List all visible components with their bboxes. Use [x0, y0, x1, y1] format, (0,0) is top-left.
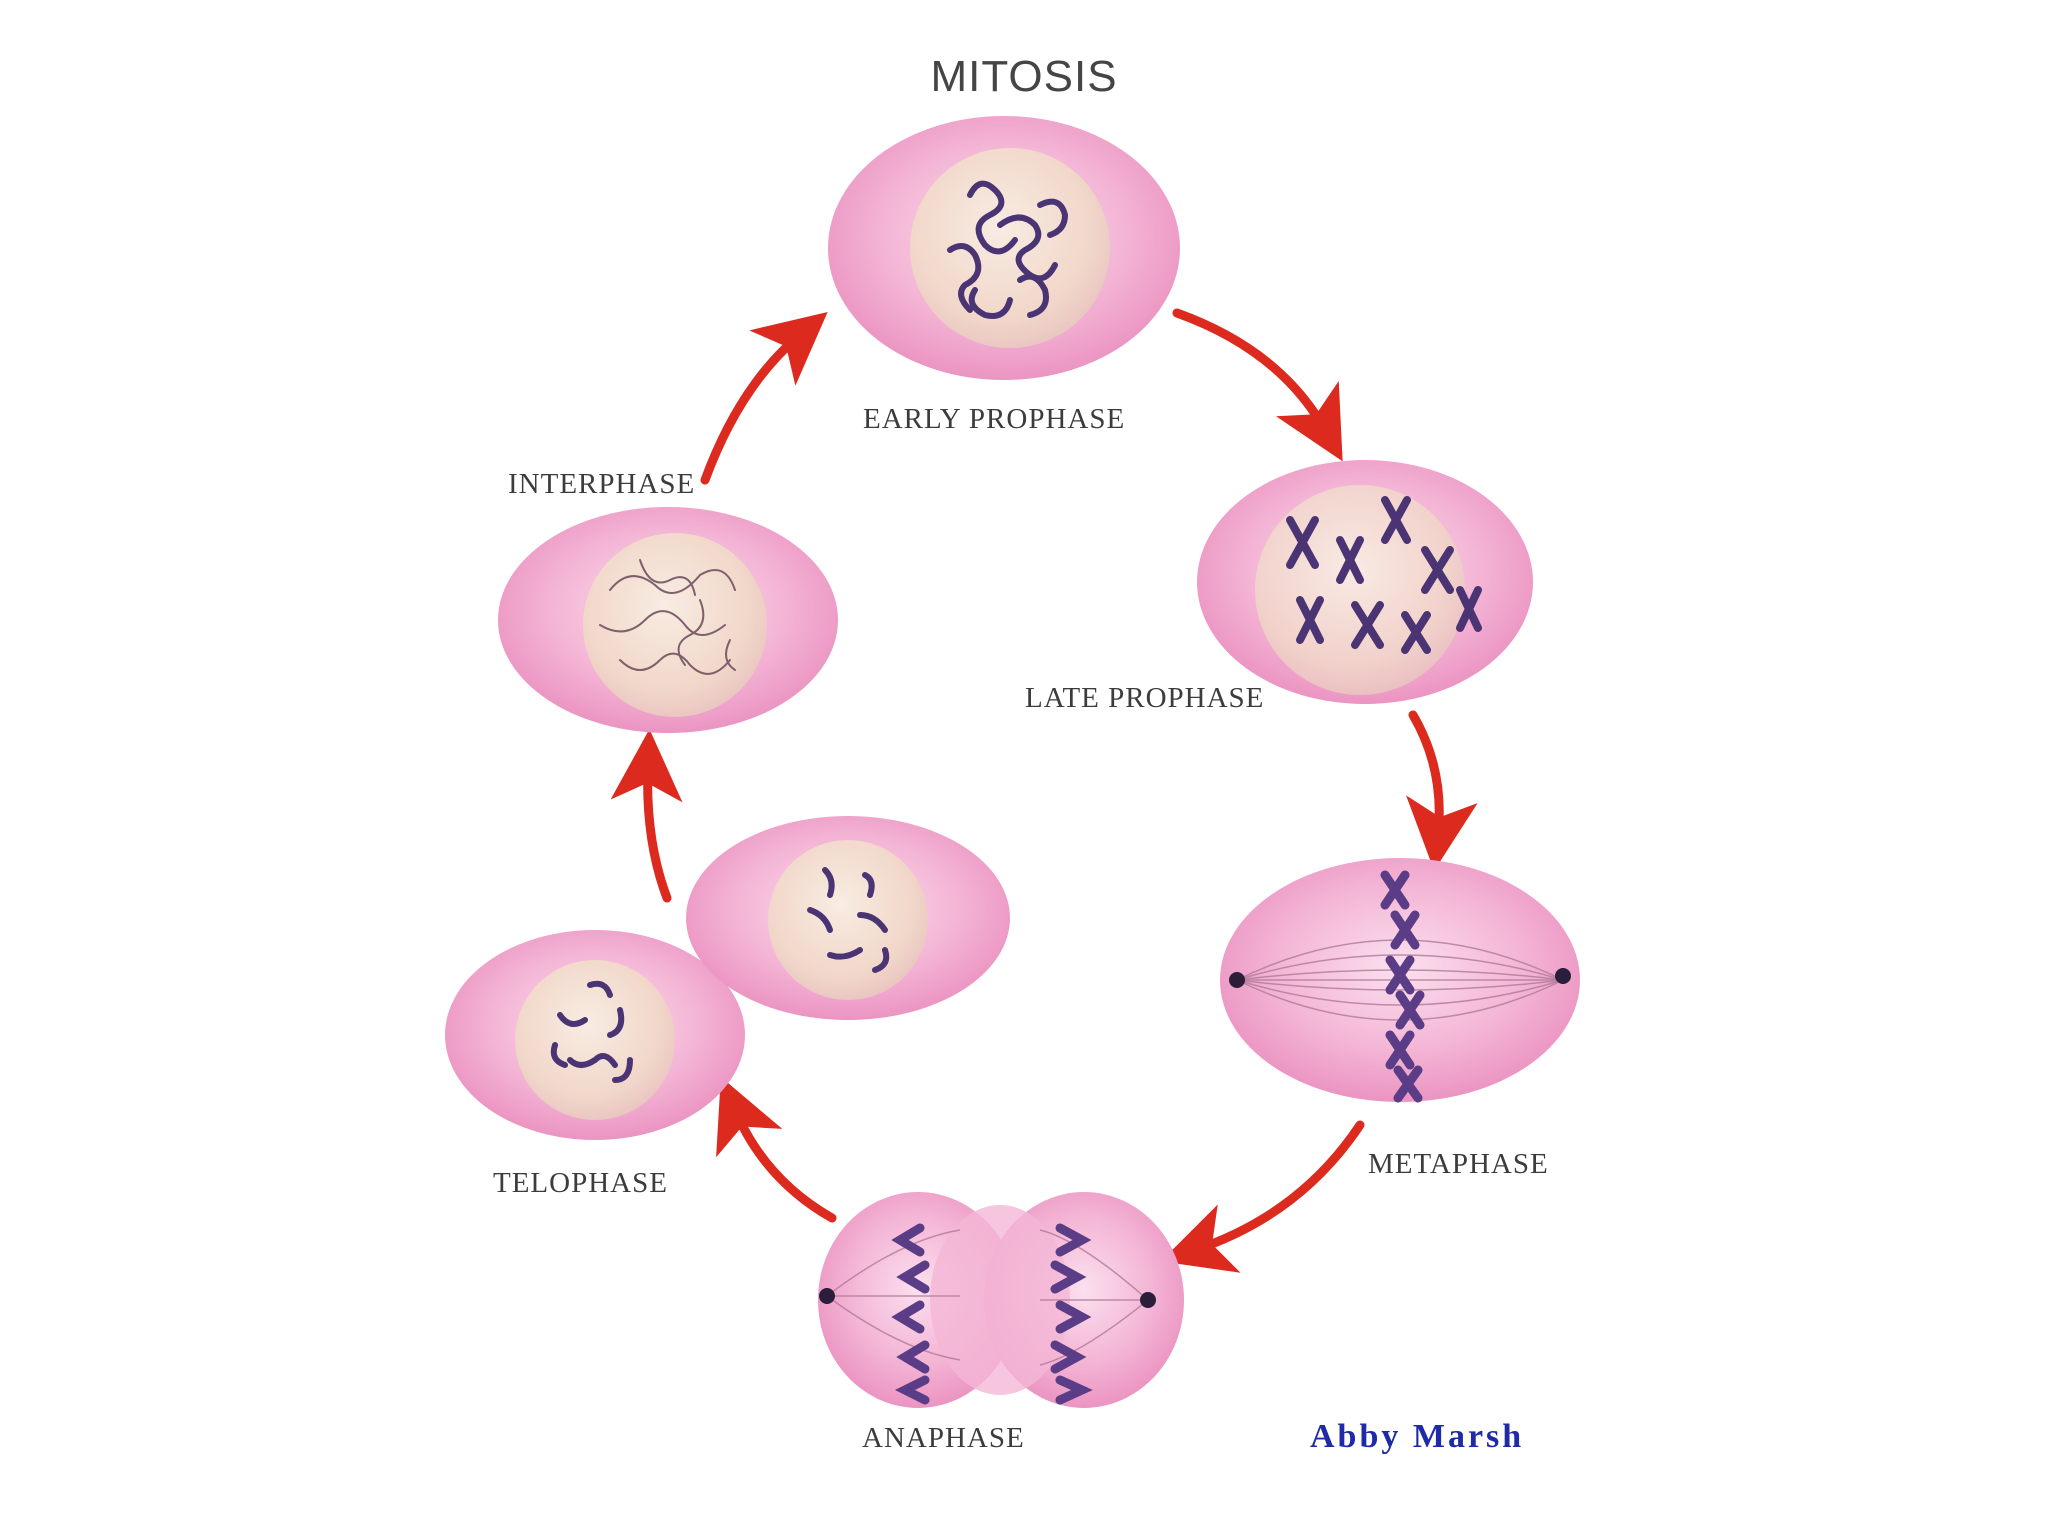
cell-metaphase [1220, 858, 1580, 1103]
label-late-prophase: LATE PROPHASE [1025, 682, 1265, 714]
centrosome-left [819, 1288, 835, 1304]
chromosomes [891, 1223, 1093, 1405]
nucleus [515, 960, 675, 1120]
label-metaphase: METAPHASE [1368, 1148, 1549, 1180]
nucleus [1255, 485, 1465, 695]
chromosomes [1380, 870, 1425, 1103]
cell-anaphase [818, 1192, 1184, 1408]
chromosomes [550, 980, 633, 1083]
nucleus [583, 533, 767, 717]
chromatin [947, 180, 1069, 319]
author-credit: Abby Marsh [1310, 1418, 1525, 1455]
centrosome-right [1140, 1292, 1156, 1308]
arrow-ana-to-telo [716, 1076, 837, 1223]
centrosome-left [1229, 972, 1245, 988]
cell-telophase-left [445, 930, 745, 1140]
arrow-inter-to-early [700, 311, 828, 485]
label-telophase: TELOPHASE [493, 1167, 668, 1199]
cycle-arrows [610, 308, 1478, 1273]
label-early-prophase: EARLY PROPHASE [863, 403, 1126, 435]
chromosomes [1286, 496, 1482, 654]
arrow-late-to-meta [1406, 710, 1478, 871]
nucleus [768, 840, 928, 1000]
arrow-early-to-late [1172, 308, 1343, 462]
cell-interphase [498, 507, 838, 733]
cell-telophase-right [686, 816, 1010, 1020]
diagram-title: MITOSIS [930, 52, 1118, 101]
centrosome-right [1555, 968, 1571, 984]
chromatin [599, 559, 736, 675]
chromosomes [807, 867, 890, 973]
label-interphase: INTERPHASE [508, 468, 696, 500]
cell-late-prophase [1197, 460, 1533, 704]
spindle-fibers [826, 1229, 1149, 1366]
label-anaphase: ANAPHASE [862, 1422, 1025, 1454]
arrow-telo-to-inter [610, 729, 683, 903]
arrow-meta-to-ana [1160, 1120, 1365, 1273]
cell-early-prophase [828, 116, 1180, 380]
